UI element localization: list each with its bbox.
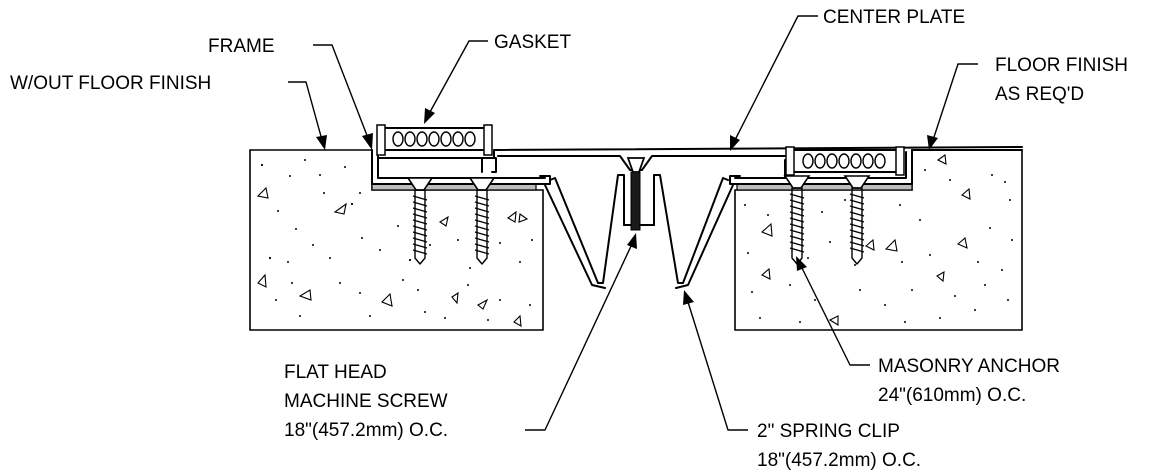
leader-center-plate xyxy=(730,15,818,151)
masonry-anchor-left-2 xyxy=(468,177,496,265)
label-center-plate: CENTER PLATE xyxy=(823,7,965,28)
label-gasket: GASKET xyxy=(494,32,571,53)
spring-clip xyxy=(544,174,734,289)
left-gasket xyxy=(376,124,493,156)
label-flat-head-line3: 18"(457.2mm) O.C. xyxy=(284,420,448,441)
masonry-anchor-left-1 xyxy=(406,177,434,265)
label-wout-floor-finish: W/OUT FLOOR FINISH xyxy=(10,73,211,94)
label-flat-head-line2: MACHINE SCREW xyxy=(284,391,448,412)
leader-spring-clip xyxy=(683,290,748,431)
label-floor-finish-line2: AS REQ'D xyxy=(995,84,1084,105)
leader-gasket xyxy=(424,40,488,124)
label-flat-head-line1: FLAT HEAD xyxy=(284,362,387,383)
label-spring-clip-line2: 18"(457.2mm) O.C. xyxy=(757,450,921,471)
masonry-anchors xyxy=(406,175,871,265)
callout-labels: FRAME W/OUT FLOOR FINISH GASKET CENTER P… xyxy=(10,7,1128,471)
right-gasket xyxy=(785,146,905,176)
label-masonry-anchor-line1: MASONRY ANCHOR xyxy=(878,356,1060,377)
label-floor-finish-line1: FLOOR FINISH xyxy=(995,55,1128,76)
left-concrete-slab xyxy=(249,149,544,331)
right-slab-aggregate-triangles xyxy=(760,154,971,326)
label-frame: FRAME xyxy=(208,36,275,57)
leader-masonry-anchor xyxy=(796,256,870,366)
left-slab-aggregate-triangles xyxy=(256,186,529,328)
leader-wout-floor-finish xyxy=(288,81,327,150)
label-masonry-anchor-line2: 24"(610mm) O.C. xyxy=(878,385,1026,406)
label-spring-clip-line1: 2" SPRING CLIP xyxy=(757,421,900,442)
masonry-anchor-right-2 xyxy=(843,175,871,265)
leader-flat-head-screw xyxy=(525,233,637,431)
leader-floor-finish xyxy=(927,63,978,150)
flat-head-machine-screw xyxy=(626,157,646,231)
left-slab-aggregate-specks xyxy=(260,159,533,321)
leader-frame xyxy=(313,44,373,150)
right-slab-aggregate-specks xyxy=(744,169,1013,323)
